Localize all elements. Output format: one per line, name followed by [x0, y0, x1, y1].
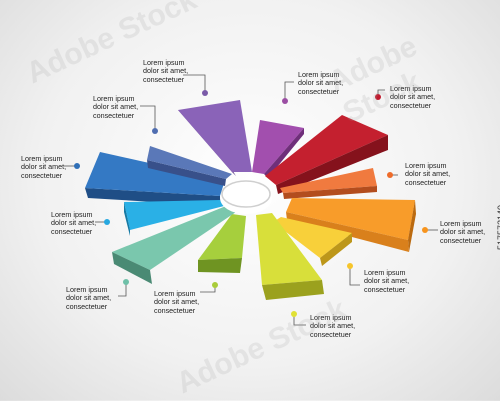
label-blue: Lorem ipsum dolor sit amet, consectetuer [21, 154, 67, 180]
connector-9 [118, 283, 127, 297]
connector-6 [349, 268, 360, 286]
connector-2 [284, 81, 294, 100]
segment-yellow-side [320, 233, 352, 266]
center-hub-rim [221, 180, 271, 208]
dot-teal [123, 279, 129, 285]
center-hub [220, 182, 272, 214]
segment-sky-front [124, 202, 130, 236]
segment-purple-top [178, 100, 252, 172]
segment-slate-side [147, 160, 226, 186]
segment-slate-top [147, 146, 232, 179]
segment-orangered-top [280, 168, 377, 193]
segment-orange-top [286, 198, 415, 240]
label-yellow: Lorem ipsum dolor sit amet, consectetuer [364, 268, 410, 294]
segment-magenta-top [252, 120, 304, 174]
label-orange: Lorem ipsum dolor sit amet, consectetuer [440, 219, 486, 245]
dot-lime [291, 311, 297, 317]
segment-red-side [276, 135, 388, 194]
dot-sky [104, 219, 110, 225]
dot-yellow [347, 263, 353, 269]
segment-green-top [198, 214, 246, 260]
label-orangered: Lorem ipsum dolor sit amet, consectetuer [405, 161, 451, 187]
segment-orangered-side [283, 186, 377, 199]
label-magenta: Lorem ipsum dolor sit amet, consectetuer [298, 70, 344, 96]
dot-orange [422, 227, 428, 233]
segment-teal-top [112, 206, 236, 270]
label-purple: Lorem ipsum dolor sit amet, consectetuer [143, 58, 189, 84]
label-red: Lorem ipsum dolor sit amet, consectetuer [390, 84, 436, 110]
connector-12 [140, 105, 156, 130]
segment-yellow-top [273, 217, 352, 258]
segment-lime-front [262, 280, 324, 300]
label-teal: Lorem ipsum dolor sit amet, consectetuer [66, 285, 112, 311]
segment-teal-front [112, 252, 152, 284]
segment-blue-top [85, 152, 225, 196]
segment-sky-top [124, 200, 224, 230]
segment-lime-top [256, 213, 322, 285]
segment-green-front [198, 258, 242, 273]
dot-magenta [282, 98, 288, 104]
segment-orange-side [408, 200, 416, 252]
segment-red-top [265, 115, 388, 185]
dot-orangered [387, 172, 393, 178]
dot-red [375, 94, 381, 100]
label-lime: Lorem ipsum dolor sit amet, consectetuer [310, 313, 356, 339]
dot-slate [152, 128, 158, 134]
label-sky: Lorem ipsum dolor sit amet, consectetuer [51, 210, 97, 236]
label-green: Lorem ipsum dolor sit amet, consectetuer [154, 289, 200, 315]
label-slate: Lorem ipsum dolor sit amet, consectetuer [93, 94, 139, 120]
dot-purple [202, 90, 208, 96]
segment-magenta-side [264, 128, 304, 178]
dot-blue [74, 163, 80, 169]
connector-1 [183, 74, 206, 92]
connector-7 [293, 316, 306, 326]
stock-id: 517572149 [496, 204, 500, 250]
dot-green [212, 282, 218, 288]
